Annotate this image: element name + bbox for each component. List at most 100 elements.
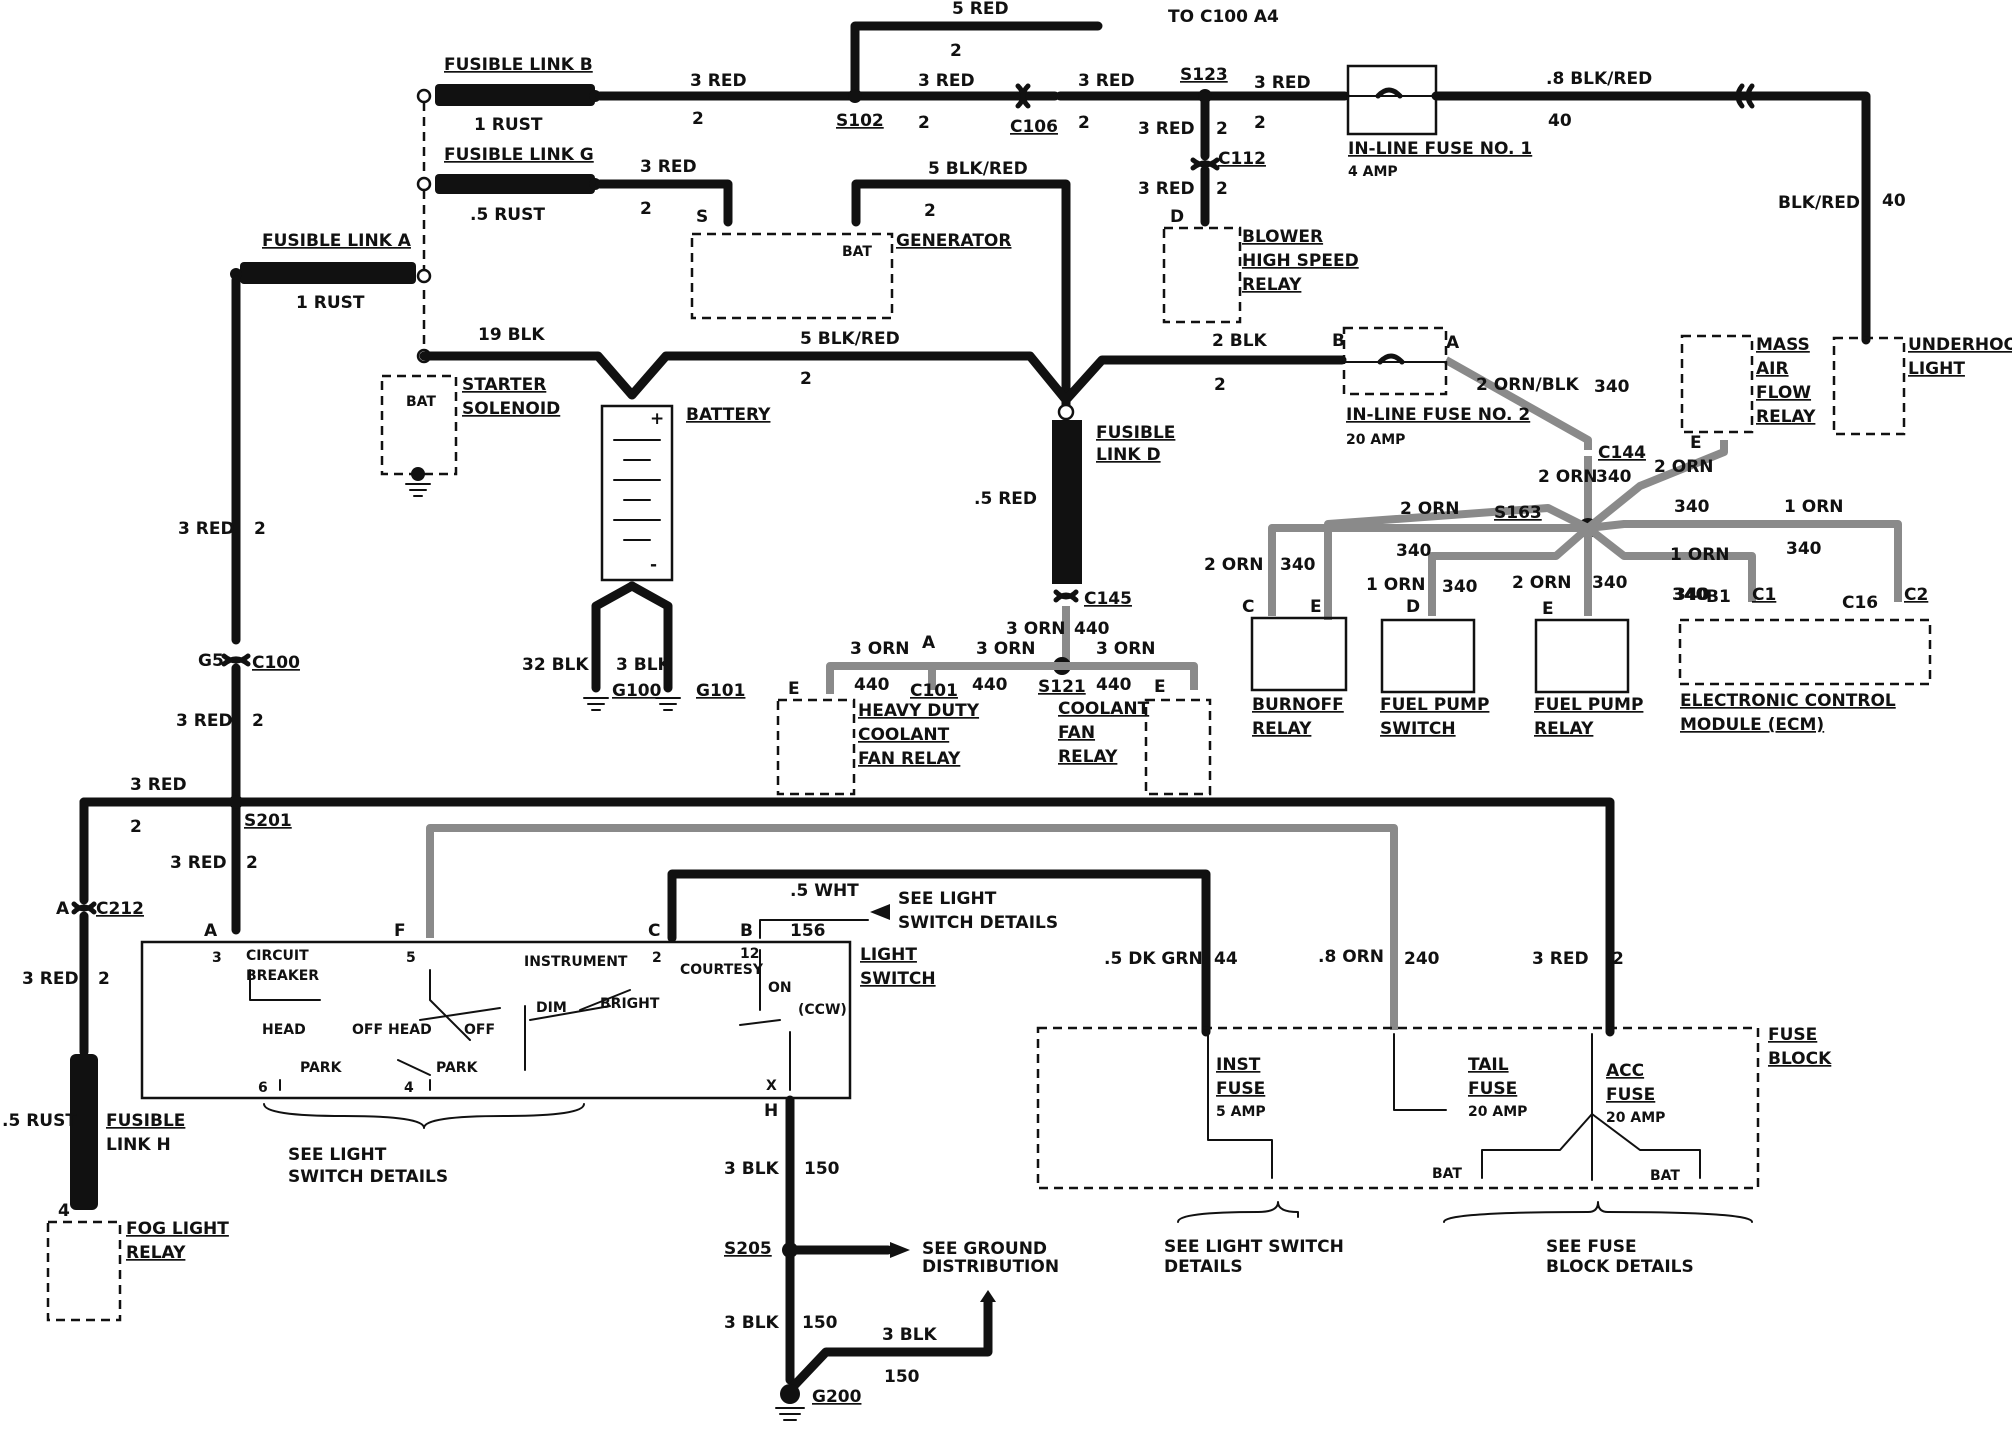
see-light-switch-details[interactable]: SEE LIGHT SWITCH bbox=[1164, 1237, 1344, 1257]
pin-label: C bbox=[1242, 597, 1254, 617]
connector-label: C100 bbox=[252, 653, 300, 673]
burnoff-relay-label: RELAY bbox=[1252, 719, 1312, 739]
fuel-pump-relay-box bbox=[1534, 618, 1630, 694]
wire-label: 2 bbox=[246, 853, 258, 873]
connector-label: C212 bbox=[96, 899, 144, 919]
wire-label: 340 bbox=[1442, 577, 1478, 597]
ecm-label: ELECTRONIC CONTROL bbox=[1680, 691, 1896, 711]
fog-light-relay-box bbox=[46, 1220, 122, 1322]
pin-label: E bbox=[1154, 677, 1166, 697]
pin-label: A bbox=[204, 921, 218, 941]
wire-label: 2 bbox=[800, 369, 812, 389]
wire-label: 3 BLK bbox=[724, 1159, 780, 1179]
ground-icon bbox=[775, 1407, 805, 1421]
fusible-link-h bbox=[70, 1054, 98, 1210]
switch-label: (CCW) bbox=[798, 1002, 847, 1018]
wire-label: 2 bbox=[98, 969, 110, 989]
switch-label: CIRCUIT bbox=[246, 948, 309, 964]
ground-label: G100 bbox=[612, 681, 662, 701]
wire-label: 3 RED bbox=[1532, 949, 1589, 969]
coolant-fan-relay-label: FAN bbox=[1058, 723, 1095, 743]
see-fuse-block-details[interactable]: BLOCK DETAILS bbox=[1546, 1257, 1694, 1277]
splice-label: S201 bbox=[244, 811, 292, 831]
wire-label: 2 bbox=[1216, 179, 1228, 199]
lower-circuit bbox=[70, 653, 1615, 1395]
fuse-bat-label: BAT bbox=[1432, 1166, 1462, 1182]
see-ground-distribution[interactable]: SEE GROUND bbox=[922, 1239, 1047, 1259]
pin-label: A bbox=[1446, 333, 1460, 353]
wire-label: 3 RED bbox=[1078, 71, 1135, 91]
pin-label: 6 bbox=[258, 1080, 268, 1096]
pin-label: H bbox=[764, 1101, 778, 1121]
pin-label: E bbox=[1310, 597, 1322, 617]
heavy-duty-coolant-fan-relay-box bbox=[776, 698, 856, 796]
ground-label: G200 bbox=[812, 1387, 862, 1407]
wire-label: 2 bbox=[130, 817, 142, 837]
connector-label: C112 bbox=[1218, 149, 1266, 169]
fusible-link-d-label: LINK D bbox=[1096, 445, 1161, 465]
fuel-pump-relay-label: RELAY bbox=[1534, 719, 1594, 739]
switch-label: INSTRUMENT bbox=[524, 954, 628, 970]
maf-relay-label: RELAY bbox=[1756, 407, 1816, 427]
wire-label: 340 bbox=[1672, 585, 1708, 605]
wire-label: 440 bbox=[972, 675, 1008, 695]
see-light-switch-details[interactable]: SWITCH DETAILS bbox=[898, 913, 1058, 933]
ecm-label: MODULE (ECM) bbox=[1680, 715, 1824, 735]
see-light-switch-details[interactable]: SEE LIGHT bbox=[898, 889, 997, 909]
ground-icon bbox=[583, 697, 609, 711]
wire-label: 150 bbox=[804, 1159, 840, 1179]
wire-label: 3 ORN bbox=[1096, 639, 1156, 659]
wire-label: 2 bbox=[692, 109, 704, 129]
fusible-link-b-label: FUSIBLE LINK B bbox=[444, 55, 593, 75]
acc-fuse-label: ACC bbox=[1606, 1061, 1644, 1081]
wire-label: 3 RED bbox=[176, 711, 233, 731]
wire-label: 150 bbox=[884, 1367, 920, 1387]
splice-label: S205 bbox=[724, 1239, 772, 1259]
burnoff-relay-label: BURNOFF bbox=[1252, 695, 1344, 715]
inst-fuse-amp: 5 AMP bbox=[1216, 1104, 1266, 1120]
connector-label: C144 bbox=[1598, 443, 1646, 463]
wire-label: 240 bbox=[1404, 949, 1440, 969]
splice-label: S121 bbox=[1038, 677, 1086, 697]
wire-label: .5 WHT bbox=[790, 881, 859, 901]
wire-label: 2 bbox=[950, 41, 962, 61]
switch-label: OFF bbox=[464, 1022, 495, 1038]
inst-fuse-label: FUSE bbox=[1216, 1079, 1265, 1099]
see-ground-distribution[interactable]: DISTRIBUTION bbox=[922, 1257, 1059, 1277]
pin-label: B1 bbox=[1706, 587, 1731, 607]
see-light-switch-details[interactable]: SWITCH DETAILS bbox=[288, 1167, 448, 1187]
coolant-fan-relay-label: COOLANT bbox=[1058, 699, 1150, 719]
fusible-link-d bbox=[1052, 420, 1082, 584]
fusible-link-h-label: FUSIBLE bbox=[106, 1111, 185, 1131]
inline-fuse-1-label: IN-LINE FUSE NO. 1 bbox=[1348, 139, 1532, 159]
wire-label: 3 ORN bbox=[850, 639, 910, 659]
pin-label: F bbox=[394, 921, 406, 941]
connector-label: C101 bbox=[910, 681, 958, 701]
pin-label: X bbox=[766, 1078, 777, 1094]
blower-relay-box bbox=[1162, 226, 1242, 324]
wire-label: .5 RED bbox=[974, 489, 1037, 509]
fuse-block-label: FUSE bbox=[1768, 1025, 1817, 1045]
wire-label: 3 BLK bbox=[724, 1313, 780, 1333]
blower-relay-label: RELAY bbox=[1242, 275, 1302, 295]
pin-label: B bbox=[1332, 331, 1345, 351]
fusible-link-a bbox=[240, 262, 416, 284]
wire-label: 32 BLK bbox=[522, 655, 589, 675]
pin-label: D bbox=[1170, 207, 1184, 227]
pin-label: A bbox=[922, 633, 936, 653]
see-light-switch-details[interactable]: DETAILS bbox=[1164, 1257, 1243, 1277]
see-light-switch-details[interactable]: SEE LIGHT bbox=[288, 1145, 387, 1165]
wire-label: 440 bbox=[854, 675, 890, 695]
wire-label: 440 bbox=[1096, 675, 1132, 695]
battery-box bbox=[600, 404, 674, 582]
ground-icon bbox=[655, 697, 681, 711]
see-fuse-block-details[interactable]: SEE FUSE bbox=[1546, 1237, 1637, 1257]
inline-fuse-2-amp: 20 AMP bbox=[1346, 432, 1405, 448]
fusible-link-b bbox=[435, 84, 595, 106]
wire-label: 340 bbox=[1596, 467, 1632, 487]
wire-label: 40 bbox=[1548, 111, 1572, 131]
switch-label: PARK bbox=[300, 1060, 343, 1076]
wire-label: 2 ORN/BLK bbox=[1476, 375, 1580, 395]
wire-label: 2 ORN bbox=[1538, 467, 1598, 487]
